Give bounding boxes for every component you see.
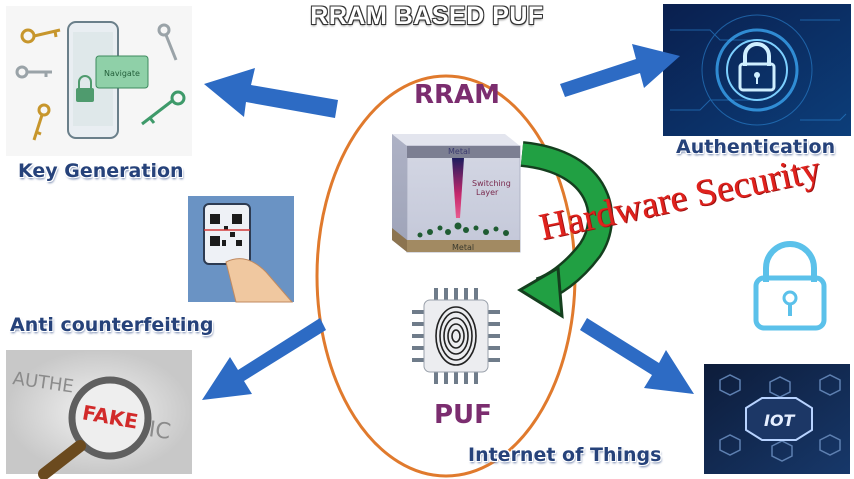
arrow-to-internet-of-things [580, 318, 694, 394]
fake-magnifier-image: AUTHE IC FAKE [6, 350, 192, 479]
arrow-to-key-generation [204, 68, 338, 118]
authentication-label: Authentication [676, 136, 836, 158]
rram-device-illustration: Metal Switching Layer Metal [392, 134, 521, 253]
qr-code-icon [210, 214, 242, 246]
authentic-end-text: IC [147, 417, 172, 445]
blue-arrows [202, 44, 694, 400]
green-curved-arrow [517, 141, 614, 319]
layer-middle-label-2: Layer [476, 188, 499, 197]
anti-counterfeiting-label: Anti counterfeiting [10, 314, 214, 336]
key-generation-label: Key Generation [18, 160, 184, 182]
padlock-icon [738, 42, 776, 92]
layer-middle-label-1: Switching [472, 179, 511, 188]
grey-key-icon-2 [157, 23, 178, 61]
arrow-to-anti-counterfeiting [202, 318, 326, 400]
puf-label: PUF [434, 400, 492, 430]
internet-of-things-label: Internet of Things [468, 444, 662, 466]
fingerprint-chip-icon [412, 288, 500, 384]
iot-badge-text: IOT [764, 411, 796, 430]
arrow-to-authentication [560, 44, 680, 97]
page-title: RRAM BASED PUF [310, 2, 544, 30]
grey-key-icon [15, 65, 52, 79]
rram-label: RRAM [414, 80, 501, 110]
green-key-icon [141, 90, 186, 126]
layer-bottom-label: Metal [452, 243, 474, 252]
hardware-security-lock-image [735, 238, 845, 332]
iot-image: IOT [704, 364, 850, 474]
key-generation-image: Navigate [6, 6, 192, 156]
authentication-image [663, 4, 851, 136]
gold-key-icon [20, 28, 61, 44]
anti-counterfeiting-image [188, 196, 294, 303]
gold-key-icon-2 [32, 103, 51, 141]
iot-hex-badge [745, 397, 813, 441]
layer-top-label: Metal [448, 147, 470, 156]
phone-tag-text: Navigate [104, 69, 140, 78]
